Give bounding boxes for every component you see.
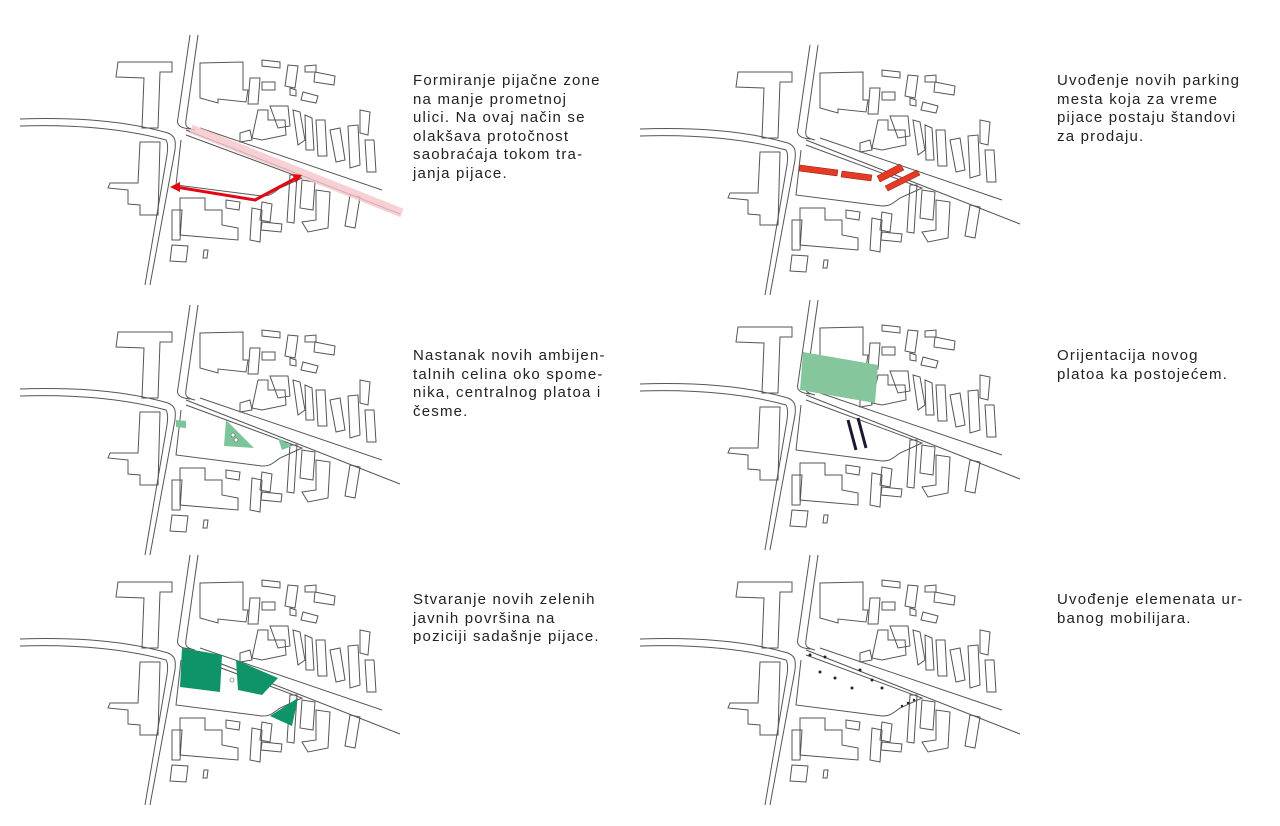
description-furniture: Uvođenje elemenata ur- banog mobilijara.: [1057, 591, 1244, 627]
description-plateau: Orijentacija novog platoa ka postojećem.: [1057, 347, 1229, 383]
description-market-zone: Formiranje pijačne zone na manje prometn…: [413, 72, 601, 182]
description-parking: Uvođenje novih parking mesta koja za vre…: [1057, 72, 1241, 145]
description-ambient: Nastanak novih ambijen- talnih celina ok…: [413, 347, 606, 420]
map-parking: [639, 44, 1021, 296]
description-green: Stvaranje novih zelenih javnih površina …: [413, 591, 600, 645]
map-furniture: [639, 554, 1021, 806]
map-market-zone: [19, 34, 404, 286]
map-plateau: [639, 299, 1021, 551]
map-ambient: [19, 304, 401, 556]
map-green: [19, 554, 401, 806]
